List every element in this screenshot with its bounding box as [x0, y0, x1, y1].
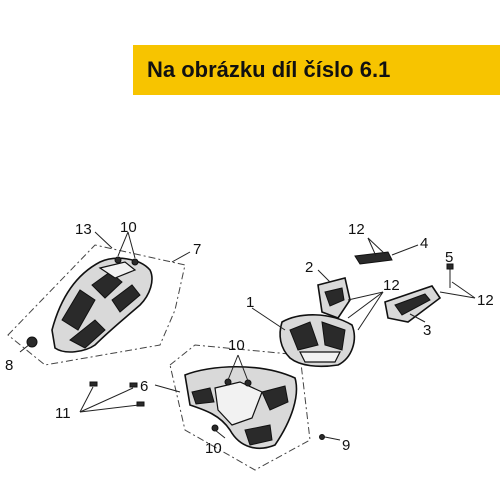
- label-1: 1: [246, 294, 254, 311]
- leader-12b-2: [357, 291, 384, 331]
- screw-clip-icon: [211, 424, 219, 432]
- screw-clip-icon: [446, 263, 454, 270]
- assembly-group-7: [7, 231, 191, 366]
- label-2: 2: [305, 259, 313, 276]
- upper-cowl-part[interactable]: [51, 256, 153, 353]
- leader-10a-2: [127, 231, 136, 259]
- leader-11-3: [79, 404, 140, 413]
- screw-clip-icon: [114, 256, 122, 264]
- label-5: 5: [445, 249, 453, 266]
- screw-clip-icon: [131, 258, 139, 266]
- label-10c: 10: [205, 440, 222, 457]
- leader-11-2: [79, 387, 134, 413]
- label-7: 7: [193, 241, 201, 258]
- leader-3: [409, 313, 426, 323]
- label-11: 11: [55, 405, 71, 422]
- group-7-frame: [7, 244, 186, 366]
- clip-9: [319, 434, 341, 441]
- leader-8: [19, 343, 31, 353]
- leader-1: [251, 307, 286, 331]
- label-4: 4: [420, 235, 428, 252]
- screw-clip-icon: [129, 382, 138, 388]
- label-10a: 10: [120, 219, 137, 236]
- leader-11-1: [79, 386, 94, 413]
- leader-9: [324, 436, 341, 441]
- leader-4: [391, 244, 419, 256]
- label-3: 3: [423, 322, 431, 339]
- leader-7: [171, 251, 191, 263]
- assembly-group-6: [154, 344, 311, 471]
- label-12b: 12: [383, 277, 400, 294]
- leader-12c-1: [451, 281, 476, 299]
- screw-clip-icon: [89, 381, 98, 387]
- leader-10b-1: [227, 354, 239, 381]
- group-6-frame: [169, 344, 311, 471]
- part-number-banner: Na obrázku díl číslo 6.1: [133, 45, 500, 95]
- side-bracket-part[interactable]: [317, 269, 351, 319]
- leader-10b-2: [237, 354, 249, 382]
- label-12a: 12: [348, 221, 365, 238]
- label-8: 8: [5, 357, 13, 374]
- leader-12a-2: [367, 237, 386, 255]
- leader-12b-3: [347, 291, 384, 319]
- leader-10c: [214, 429, 226, 439]
- label-13: 13: [75, 221, 92, 238]
- screw-5: [446, 263, 454, 288]
- leader-2: [317, 269, 331, 283]
- label-9: 9: [342, 437, 350, 454]
- leader-12b-1: [347, 291, 384, 301]
- leader-6: [154, 384, 181, 393]
- clips-11: [79, 381, 145, 413]
- banner-text: Na obrázku díl číslo 6.1: [147, 57, 391, 82]
- leader-13: [94, 231, 113, 249]
- trim-strip-part[interactable]: [354, 244, 419, 265]
- screw-clip-icon: [319, 434, 325, 440]
- screw-clip-icon: [136, 401, 145, 407]
- leader-12c-2: [439, 291, 476, 299]
- label-10b: 10: [228, 337, 245, 354]
- label-12c: 12: [477, 292, 494, 309]
- right-bracket-part[interactable]: [384, 285, 442, 323]
- headlight-part[interactable]: [251, 307, 356, 368]
- leader-12a-1: [367, 237, 377, 257]
- leader-10a-1: [117, 231, 129, 257]
- front-panel-part[interactable]: [184, 366, 298, 449]
- label-6: 6: [140, 378, 148, 395]
